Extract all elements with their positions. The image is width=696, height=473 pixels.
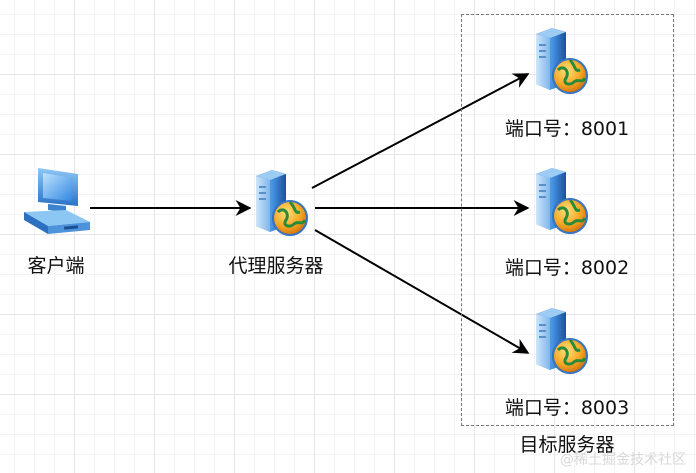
target-group-label: 目标服务器 [519,434,615,456]
edge-proxy-to-8001 [311,73,530,189]
watermark: @稀土掘金技术社区 [560,452,686,468]
edges [90,73,530,354]
proxy-web-server-icon[interactable] [254,168,309,237]
server-8002-label: 端口号：8002 [504,257,630,279]
server-8003-label: 端口号：8003 [504,397,630,419]
target-server-group-box [461,14,674,426]
desktop-computer-icon[interactable] [24,168,90,234]
server-8001-label: 端口号：8001 [504,118,630,140]
edge-proxy-to-8003 [314,229,530,354]
client-label: 客户端 [27,255,85,277]
proxy-label: 代理服务器 [228,255,324,277]
